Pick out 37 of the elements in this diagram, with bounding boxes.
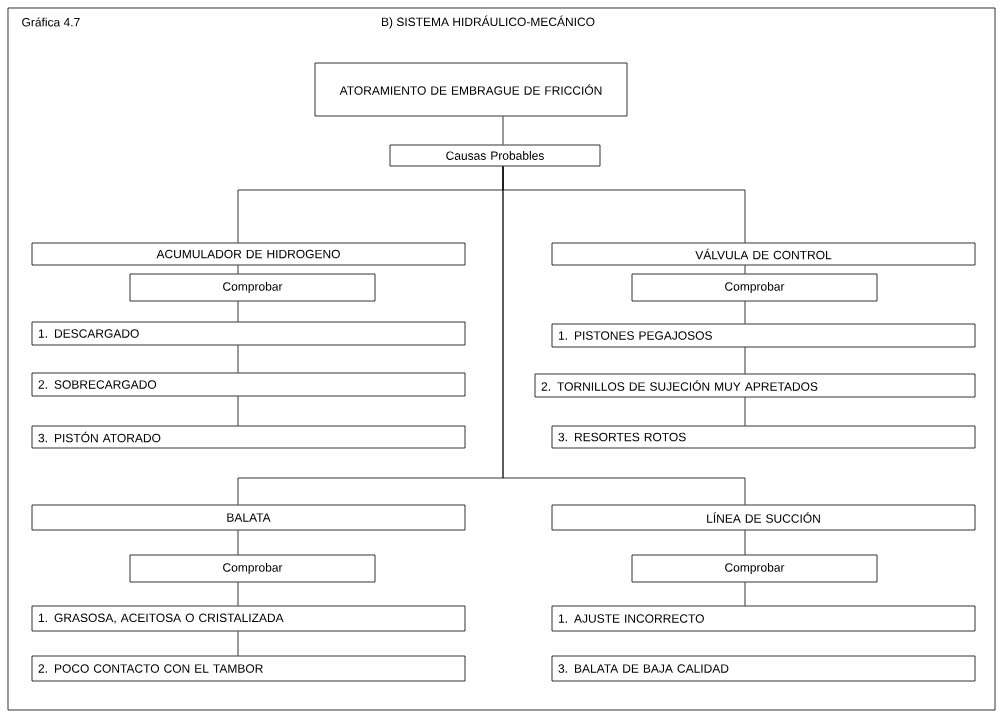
item-box: 3. BALATA DE BAJA CALIDAD [551, 655, 976, 682]
heading-box: LÍNEA DE SUCCIÓN [551, 504, 976, 531]
item-box: 3. RESORTES ROTOS [551, 425, 976, 449]
title: B) SISTEMA HIDRÁULICO-MECÁNICO [382, 15, 595, 29]
heading-box: ACUMULADOR DE HIDROGENO [31, 242, 466, 266]
connector-line [502, 116, 504, 145]
heading-box: BALATA [31, 504, 466, 531]
connector-line [502, 166, 746, 505]
connector-line [237, 396, 239, 426]
item-box: 2. SOBRECARGADO [31, 372, 466, 397]
connector-line [744, 582, 746, 606]
connector-line [237, 265, 239, 274]
item-box: 3. PISTÓN ATORADO [31, 425, 466, 449]
connector-line [744, 530, 746, 555]
connector-line [744, 265, 746, 274]
heading-box: Comprobar [129, 273, 376, 302]
figure-number: Gráfica 4.7 [22, 17, 80, 27]
heading-box: VÁLVULA DE CONTROL [551, 242, 976, 266]
connector-line [744, 397, 746, 426]
connector-line [744, 347, 746, 374]
connector-line [744, 301, 746, 324]
connector-line [237, 582, 239, 606]
heading-box: Causas Probables [389, 144, 601, 167]
connector-line [237, 631, 239, 656]
connector-line [237, 301, 239, 322]
heading-box: Comprobar [631, 554, 878, 583]
connector-line [237, 345, 239, 373]
heading-box: Comprobar [631, 273, 878, 302]
connector-line [237, 530, 239, 555]
heading-box: Comprobar [129, 554, 376, 583]
item-box: 2. TORNILLOS DE SUJECIÓN MUY APRETADOS [534, 373, 976, 398]
item-box: 1. DESCARGADO [31, 321, 466, 346]
item-box: 2. POCO CONTACTO CON EL TAMBOR [31, 655, 466, 682]
problem-box: ATORAMIENTO DE EMBRAGUE DE FRICCIÓN [314, 62, 628, 117]
item-box: 1. GRASOSA, ACEITOSA O CRISTALIZADA [31, 605, 466, 632]
item-box: 1. AJUSTE INCORRECTO [551, 605, 976, 632]
item-box: 1. PISTONES PEGAJOSOS [551, 323, 976, 348]
